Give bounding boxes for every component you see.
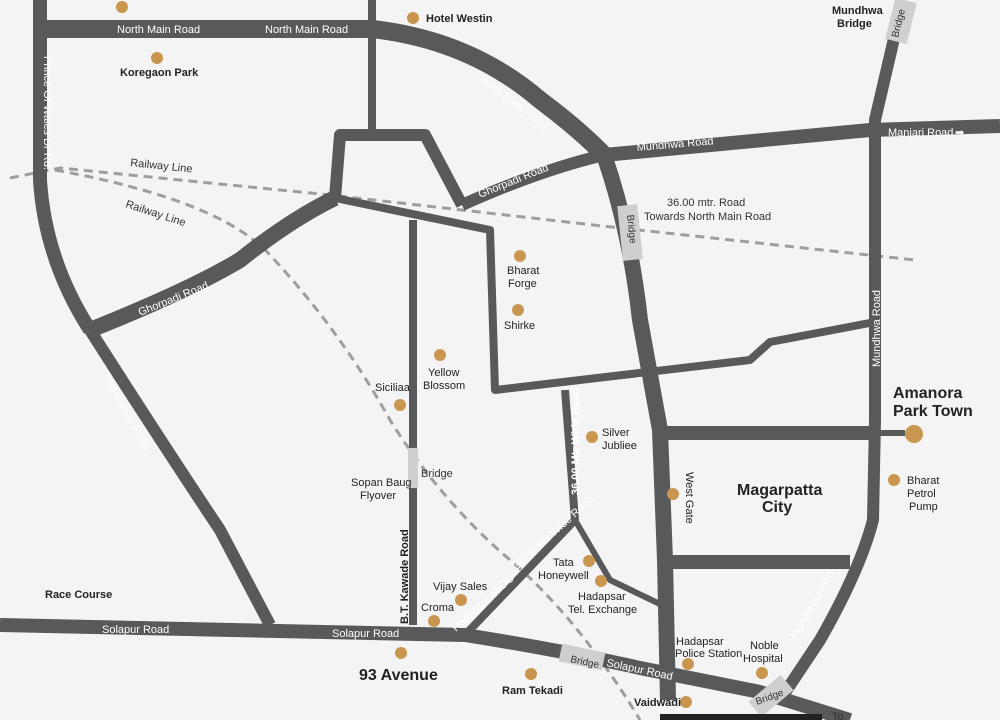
poi-marker-siciliaa [394,399,406,411]
label-hotel-westin: Hotel Westin [426,13,493,25]
poi-marker-bharat-petrol [888,474,900,486]
prince-of-wales-road [33,0,96,334]
label-hadapsar-tel-1: Hadapsar [578,591,626,603]
label-ghorpadi-right: Ghorpadi Road [477,162,551,201]
poi-marker-vijay-sales [455,594,467,606]
label-north-main-1: North Main Road [117,24,200,36]
label-race-course: Race Course [45,589,112,601]
wide-road-36 [561,389,579,521]
label-police-station-2: Police Station [675,648,742,660]
inner-road [334,194,876,394]
label-sopan-baug-1: Sopan Baug [351,477,412,489]
label-tata-honeywell-2: Honeywell [538,570,589,582]
label-93-avenue: 93 Avenue [359,667,438,684]
poi-marker-vaidwadi [680,696,692,708]
label-mundhwa-right: Mundhwa Road [871,290,883,367]
poi-marker-westin [407,12,419,24]
poi-marker-ram-tekadi [525,668,537,680]
label-railway-2: Railway Line [124,198,187,229]
label-bharat-petrol-3: Pump [909,501,938,513]
bridge-middle [617,204,643,261]
label-ram-tekadi: Ram Tekadi [502,685,563,697]
label-noble-hospital-2: Hospital [743,653,783,665]
ghorpadi-loop [329,129,468,208]
label-west-gate: West Gate [683,472,695,524]
label-bharat-forge-2: Forge [508,278,537,290]
label-amanora-1: Amanora [893,385,962,402]
ghorpadi-road-left [87,190,339,338]
richardson-road [84,326,276,628]
poi-marker-west-gate [667,488,679,500]
label-bharat-petrol-2: Petrol [907,488,936,500]
label-croma: Croma [421,602,455,614]
label-vijay-sales: Vijay Sales [433,581,488,593]
label-bt-kawade: B.T. Kawade Road [399,529,411,624]
label-sopan-baug-2: Flyover [360,490,396,502]
label-north-main-2: North Main Road [265,24,348,36]
label-amanora-2: Park Town [893,403,973,420]
ghorpadi-road-right [459,149,606,211]
railway-line-2 [54,168,642,720]
label-manjari: Manjari Road [888,127,953,139]
label-36-road-line1: 36.00 mtr. Road [667,197,745,209]
poi-marker-yellow-blossom [434,349,446,361]
label-mundhwa-bridge-1: Mundhwa [832,5,884,17]
bridge-top [885,0,917,45]
label-yellow-blossom-1: Yellow [428,367,459,379]
label-hadapsar-tel-2: Tel. Exchange [568,604,637,616]
label-police-station-1: Hadapsar [676,636,724,648]
poi-marker-top-left [116,1,128,13]
label-36-wide: 36.00 Mtr Wide Road [570,388,582,495]
poi-marker-croma [428,615,440,627]
poi-marker-hadapsar-tel [595,575,607,587]
label-vaidwadi: Vaidwadi [634,697,681,709]
poi-marker-tata-honeywell [583,555,595,567]
north-main-road-diagonal [370,20,611,162]
poi-marker-amanora [905,425,923,443]
poi-marker-police-station [682,658,694,670]
label-siciliaa: Siciliaa [375,382,411,394]
label-solapur-1: Solapur Road [102,624,169,636]
manjari-arrow-icon: ➡ [955,127,964,139]
bridge-sopan [408,448,418,488]
poi-marker-koregaon [151,52,163,64]
label-shirke: Shirke [504,320,535,332]
poi-marker-shirke [512,304,524,316]
label-36-road-line2: Towards North Main Road [644,211,771,223]
bridge-bottom-right [748,674,794,718]
label-bridge-sopan: Bridge [421,468,453,480]
poi-marker-93-avenue [395,647,407,659]
label-magarpatta-2: City [762,499,792,516]
label-silver-jubliee-2: Jubliee [602,440,637,452]
mundhwa-road-right [775,0,909,704]
label-bharat-petrol-1: Bharat [907,475,939,487]
poi-marker-noble-hospital [756,667,768,679]
label-to: To [832,711,844,720]
tel-exchange-road [572,518,664,608]
label-railway-1: Railway Line [130,157,193,175]
bottom-bar [660,714,822,720]
label-yellow-blossom-2: Blossom [423,380,465,392]
poi-marker-silver-jubliee [586,431,598,443]
hadapsar-midc-road [462,517,578,638]
label-tata-honeywell-1: Tata [553,557,575,569]
label-magarpatta-1: Magarpatta [737,482,822,499]
label-bharat-forge-1: Bharat [507,265,539,277]
label-mundhwa-bridge-2: Bridge [837,18,872,30]
label-prince-of-wales: Prince Of Wales Dr Rd. [41,56,53,170]
poi-marker-bharat-forge [514,250,526,262]
label-solapur-2: Solapur Road [332,628,399,640]
label-bridge-middle: Bridge [624,214,638,244]
label-silver-jubliee-1: Silver [602,427,630,439]
bridge-solapur [558,643,606,671]
label-noble-hospital-1: Noble [750,640,779,652]
label-koregaon-park: Koregaon Park [120,67,199,79]
